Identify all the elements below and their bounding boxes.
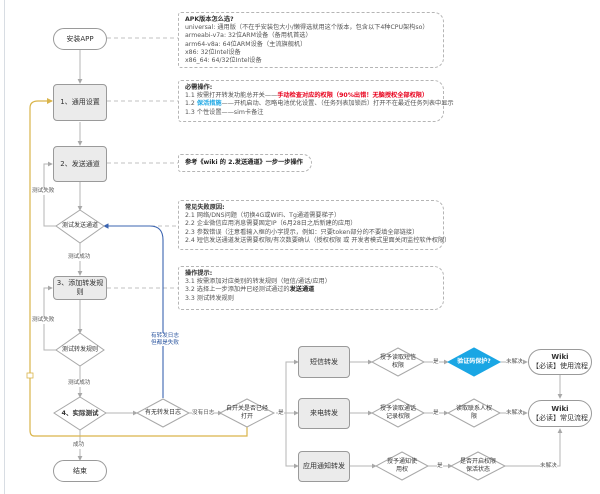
note-apk-line: armeabi-v7a: 32位ARM设备（备用机首选） xyxy=(185,32,312,40)
decision-test-channel-label: 测试发送通道 xyxy=(61,222,98,230)
diamond-call-perm xyxy=(370,398,426,428)
wiki-faq-subtitle: 【必读】常见流程 xyxy=(532,413,588,422)
note-apk-line: x86: 32位Intel设备 xyxy=(185,48,241,56)
note-required-line2-prefix: 1.2 xyxy=(185,100,197,108)
label-success: 成功 xyxy=(73,442,85,449)
edge-loop-back-step1 xyxy=(29,98,248,437)
wiki-usage-subtitle: 【必读】使用流程 xyxy=(532,362,588,370)
diamond-test-channel xyxy=(55,209,105,244)
label-yes-3: 是 xyxy=(437,463,443,470)
label-test-success-1: 测试成功 xyxy=(68,254,91,261)
label-has-log-fail: 有转发日志但都是失败 xyxy=(150,333,180,347)
label-test-success-2: 测试成功 xyxy=(68,380,91,387)
label-unsolved-2: 未解决 xyxy=(506,410,523,417)
diamond-captcha xyxy=(446,347,502,377)
decision-captcha-label: 验证码保护? xyxy=(457,358,491,366)
note-apk-version: APK版本怎么选? universal: 通用版（不在乎安装包大小/懒得选就用这… xyxy=(178,12,444,68)
page-border xyxy=(4,0,5,494)
diamond-sms-perm xyxy=(370,347,426,377)
label-no-log: 没有日志 xyxy=(192,410,215,417)
note-required-warning: 手动检查对应的权限（90%出错！无脑授权全部权限） xyxy=(277,92,429,100)
branch-call-forward[interactable]: 来电转发 xyxy=(298,398,350,429)
start-node[interactable]: 安装APP xyxy=(53,28,107,50)
decision-contacts-label: 读取联系人权限 xyxy=(455,405,492,420)
note-apk-line: arm64-v8a: 64位ARM设备（主流旗舰机） xyxy=(185,40,307,48)
decision-keepalive-label: 是否开启权限保活状态 xyxy=(459,458,496,473)
step3-add-rule[interactable]: 3、添加转发规则 xyxy=(53,276,107,300)
wiki-faq-title: Wiki xyxy=(551,404,569,413)
loop-marker xyxy=(26,372,34,379)
note-required-ops: 必需操作: 1.1 按需打开转发功能总开关——手动检查对应的权限（90%出错！无… xyxy=(178,80,454,122)
note-apk-line: universal: 通用版（不在乎安装包大小/懒得选就用这个版本，包含以下4种… xyxy=(185,24,429,32)
decision-test-rule-label: 测试转发规则 xyxy=(61,346,98,354)
note-tips-line2-text: 3.2 选择上一步添加并已经测试通过的 xyxy=(185,286,290,294)
diamond-app-opened xyxy=(218,398,276,428)
note-failures-line: 2.4 短信发送通道发送需要权限/有次数要确认（授权权限 或 开发者模式里面关闭… xyxy=(185,236,451,244)
decision-notify-perm-label: 授予通知使用权 xyxy=(386,458,417,473)
label-yes-2: 是 xyxy=(433,410,439,417)
note-tips-line2-bold: 发送通道 xyxy=(289,286,315,294)
note-failures-title: 常见失败原因: xyxy=(185,204,225,211)
note-common-failures: 常见失败原因: 2.1 网络/DNS问题（切换4G或WiFi、Tg通道需要梯子）… xyxy=(178,200,451,250)
edge-branch-app xyxy=(285,413,299,469)
note-failures-line: 2.1 网络/DNS问题（切换4G或WiFi、Tg通道需要梯子） xyxy=(185,212,341,220)
diamond-keepalive xyxy=(449,451,507,481)
diamond-actual-test xyxy=(53,396,107,431)
label-branch-yes: 是 xyxy=(278,410,284,417)
note-required-line2: 1.2 保活措施——开机启动、忽略电池优化设置、（任务列表加锁后）打开不在最近任… xyxy=(185,100,454,108)
note-apk-title: APK版本怎么选? xyxy=(185,16,234,23)
end-node[interactable]: 结束 xyxy=(53,460,107,482)
note-required-line1: 1.1 按需打开转发功能总开关——手动检查对应的权限（90%出错！无脑授权全部权… xyxy=(185,92,437,100)
branch-sms-forward[interactable]: 短信转发 xyxy=(298,346,350,378)
wiki-faq-node[interactable]: Wiki 【必读】常见流程 xyxy=(528,400,592,427)
label-test-fail-2: 测试失败 xyxy=(32,317,55,324)
edge-keepalive-wiki2 xyxy=(505,428,563,467)
note-apk-line: x86_64: 64/32位Intel设备 xyxy=(185,56,262,64)
decision-app-opened-label: 自开关是否已经打开 xyxy=(226,405,269,420)
note-required-line1-text: 1.1 按需打开转发功能总开关—— xyxy=(185,92,278,100)
note-failures-line: 2.3 参数错误（注意看输入框的小字提示，例如：只要token部分的不要填全部链… xyxy=(185,228,419,236)
decision-has-log-label: 有无转发日志 xyxy=(144,409,181,417)
decision-actual-test-label: 4、实际测试 xyxy=(61,408,99,417)
diamond-test-rule xyxy=(55,332,105,367)
note-required-line3: 1.3 个性设置——sim卡备注 xyxy=(185,108,264,116)
label-yes-1: 是 xyxy=(433,359,439,366)
note-required-line2-text: ——开机启动、忽略电池优化设置、（任务列表加锁后）打开不在最近任务列表中显示 xyxy=(221,100,454,108)
step1-general-settings[interactable]: 1、通用设置 xyxy=(53,84,107,121)
diamond-contacts xyxy=(446,398,502,428)
decision-sms-perm-label: 授予读取短信权限 xyxy=(380,354,417,369)
decision-call-perm-label: 授予读取通话记录权限 xyxy=(379,405,416,420)
note-channel-ref-text: 参考《wiki 的 2.发送通道》一步一步操作 xyxy=(185,159,303,166)
note-tips-line1: 3.1 按需添加对应类别的转发规则（短信/通话/应用） xyxy=(185,278,331,286)
diamond-notify-perm xyxy=(374,451,430,481)
label-unsolved-3: 未解决 xyxy=(540,463,557,470)
edge-branch-sms xyxy=(285,359,299,413)
step2-send-channel[interactable]: 2、发送通道 xyxy=(53,146,107,182)
diamond-has-log xyxy=(135,398,191,428)
note-op-tips: 操作提示: 3.1 按需添加对应类别的转发规则（短信/通话/应用） 3.2 选择… xyxy=(178,266,444,310)
branch-app-notify-forward[interactable]: 应用通知转发 xyxy=(298,451,350,482)
wiki-usage-node[interactable]: Wiki 【必读】使用流程 xyxy=(528,349,592,375)
edge-log-fail-feedback xyxy=(103,223,164,398)
wiki-usage-title: Wiki xyxy=(551,353,569,362)
edge-dec1-fail xyxy=(43,161,58,227)
keepalive-link[interactable]: 保活措施 xyxy=(196,100,222,108)
note-tips-title: 操作提示: xyxy=(185,270,213,277)
note-failures-line: 2.2 企业微信应用消息需要固定IP（6月28日之后新建的应用） xyxy=(185,220,357,228)
label-unsolved-1: 未解决 xyxy=(506,359,523,366)
note-tips-line3: 3.3 测试转发规则 xyxy=(185,294,234,302)
note-tips-line2: 3.2 选择上一步添加并已经测试通过的发送通道 xyxy=(185,286,437,294)
note-channel-ref: 参考《wiki 的 2.发送通道》一步一步操作 xyxy=(178,154,312,172)
label-test-fail-1: 测试失败 xyxy=(32,188,55,195)
note-required-title: 必需操作: xyxy=(185,84,213,91)
